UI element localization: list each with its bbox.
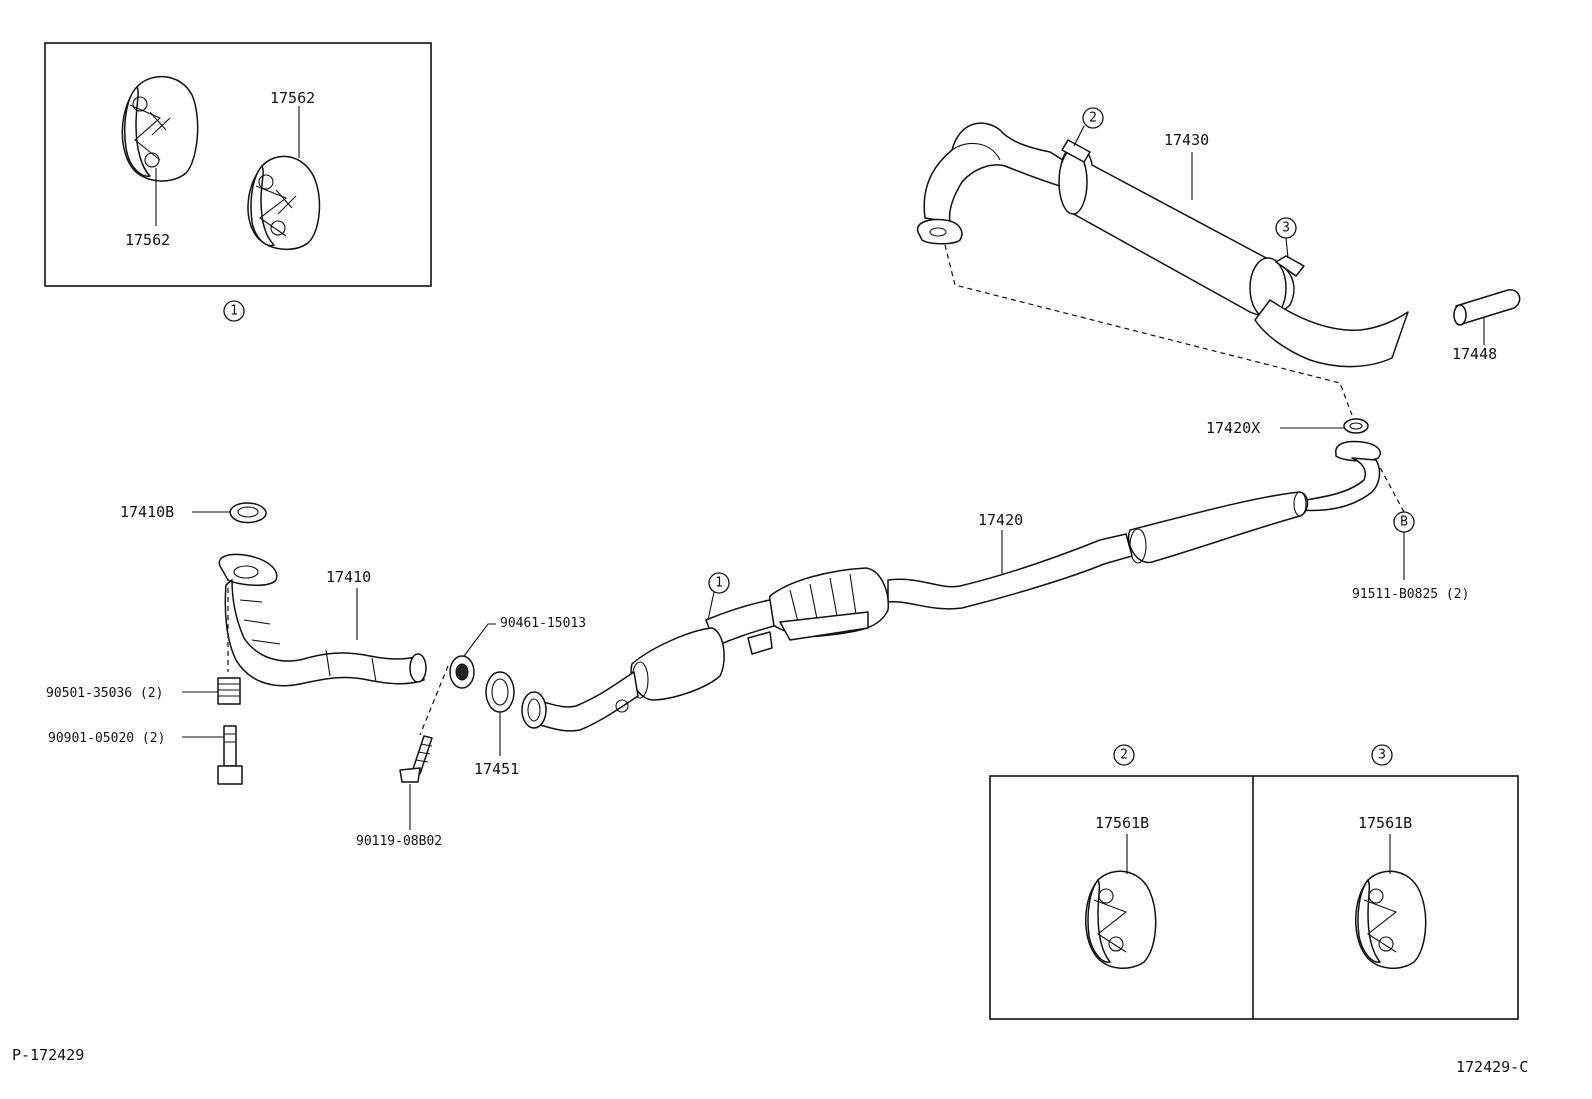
leader-90461	[463, 623, 496, 657]
label-17451: 17451	[474, 760, 519, 778]
leader-callout-3	[1285, 237, 1289, 259]
front-exhaust-pipe-17410	[218, 553, 427, 687]
label-90461: 90461-15013	[500, 616, 586, 631]
hanger-17562-left	[121, 75, 199, 182]
label-17420X: 17420X	[1206, 419, 1260, 437]
label-17561B-right: 17561B	[1358, 814, 1412, 832]
hanger-17562-right	[247, 155, 321, 250]
ring-90461	[449, 655, 475, 689]
callout-1-pipe-text: 1	[715, 576, 723, 591]
label-17448: 17448	[1452, 345, 1497, 363]
callout-2-muffler-text: 2	[1089, 111, 1097, 126]
label-90119: 90119-08B02	[356, 834, 442, 849]
tail-pipe-tip-17448	[1453, 289, 1521, 326]
callout-1-inset: 1	[223, 300, 245, 322]
label-17561B-left: 17561B	[1095, 814, 1149, 832]
callout-b: B	[1393, 511, 1415, 533]
hanger-17561B-left	[1085, 870, 1157, 969]
dashed-line-bolt-90119	[419, 665, 449, 736]
gasket-17410B	[229, 502, 267, 524]
label-90501: 90501-35036 (2)	[46, 686, 163, 701]
tailpipe-muffler-assembly	[916, 122, 1409, 368]
bolt-90901	[217, 725, 243, 785]
gasket-17451	[485, 671, 515, 713]
label-90901: 90901-05020 (2)	[48, 731, 165, 746]
callout-b-text: B	[1400, 515, 1408, 530]
callout-2-inset: 2	[1113, 744, 1135, 766]
callout-3-muffler-text: 3	[1282, 221, 1290, 236]
spring-90501	[217, 677, 241, 705]
label-17420: 17420	[978, 511, 1023, 529]
center-pipe-17420	[887, 440, 1382, 610]
leader-callout-2	[1073, 125, 1085, 147]
label-17430: 17430	[1164, 131, 1209, 149]
callout-3-muffler: 3	[1275, 217, 1297, 239]
leader-callout-1-pipe	[707, 591, 715, 621]
callout-3-inset-text: 3	[1378, 748, 1386, 763]
label-91511: 91511-B0825 (2)	[1352, 587, 1469, 602]
dashed-line-bolt-b	[1375, 459, 1405, 513]
inset-box-1	[44, 42, 432, 287]
label-17562-bottom: 17562	[125, 231, 170, 249]
callout-1-inset-text: 1	[230, 304, 238, 319]
callout-2-muffler: 2	[1082, 107, 1104, 129]
hanger-17561B-right	[1355, 870, 1427, 969]
callout-3-inset: 3	[1371, 744, 1393, 766]
bolt-90119	[399, 735, 433, 783]
callout-1-pipe: 1	[708, 572, 730, 594]
diagram-code: 172429-C	[1456, 1058, 1528, 1076]
label-17410: 17410	[326, 568, 371, 586]
diagram-id: P-172429	[12, 1046, 84, 1064]
inset-box-2-3	[989, 775, 1519, 1020]
gasket-17420X	[1343, 418, 1369, 434]
label-17410B: 17410B	[120, 503, 174, 521]
dashed-line-muffler-gasket	[944, 244, 1353, 416]
label-17562-top: 17562	[270, 89, 315, 107]
catalytic-converter-assembly	[521, 567, 889, 732]
callout-2-inset-text: 2	[1120, 748, 1128, 763]
